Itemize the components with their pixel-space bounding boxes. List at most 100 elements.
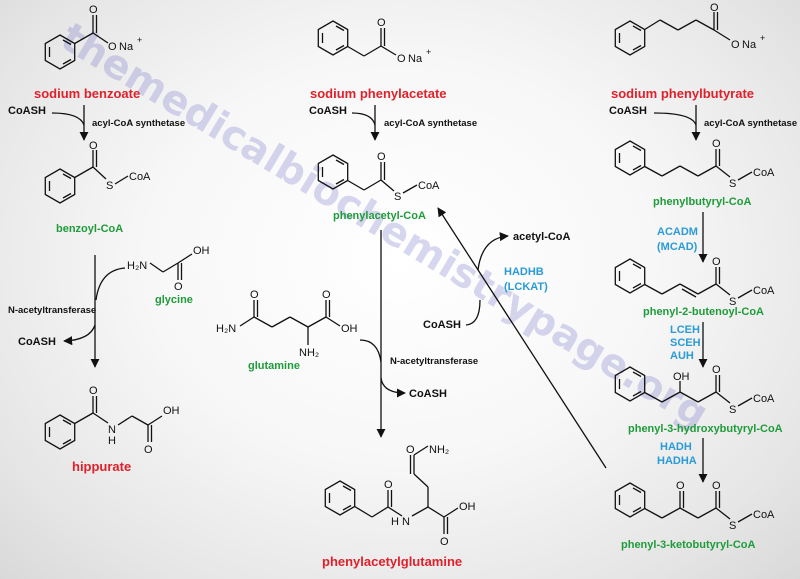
svg-text:O: O (89, 4, 98, 16)
enzyme-acadm: ACADM (657, 226, 698, 238)
svg-text:O: O (712, 138, 721, 150)
glutamine-structure: H₂N O NH₂ O OH (216, 289, 358, 359)
svg-text:CoA: CoA (753, 167, 775, 179)
enzyme-label: acyl-CoA synthetase (704, 118, 797, 129)
svg-text:Na: Na (119, 41, 134, 53)
coash-label: CoASH (409, 388, 447, 400)
hippurate-structure: O N H O OH (44, 385, 180, 456)
svg-text:O: O (712, 480, 721, 492)
svg-text:H₂N: H₂N (216, 323, 236, 335)
svg-text:O: O (397, 53, 406, 65)
hippurate-label: hippurate (72, 459, 131, 474)
coash-label: CoASH (18, 336, 56, 348)
glycine-label: glycine (155, 294, 193, 306)
svg-text:CoA: CoA (129, 171, 151, 183)
svg-text:CoA: CoA (418, 180, 440, 192)
enzyme-lckat: (LCKAT) (504, 281, 548, 293)
enzyme-mcad: (MCAD) (657, 241, 698, 253)
enzyme-hadha: HADHA (657, 455, 697, 467)
acetyl-coa-label: acetyl-CoA (513, 231, 571, 243)
glutamine-label: glutamine (248, 360, 300, 372)
sodium-phenylacetate-label: sodium phenylacetate (310, 86, 447, 101)
enzyme-label: N-acetyltransferase (390, 356, 478, 367)
svg-text:Na: Na (408, 53, 423, 65)
svg-text:+: + (760, 33, 765, 43)
enzyme-label: N-acetyltransferase (8, 305, 96, 316)
svg-text:+: + (426, 47, 431, 57)
svg-text:S: S (729, 178, 736, 190)
svg-text:O: O (712, 256, 721, 268)
phenylbutyryl-coa-structure: O S CoA (614, 138, 775, 190)
svg-text:O: O (377, 151, 386, 163)
phenylbutyryl-coa-label: phenylbutyryl-CoA (653, 196, 751, 208)
phenyl-3-hydroxybutyryl-coa-structure: OH O S CoA (614, 364, 775, 416)
svg-text:OH: OH (673, 371, 690, 383)
coash-label: CoASH (609, 105, 647, 117)
svg-text:O: O (322, 289, 331, 301)
svg-text:NH₂: NH₂ (429, 444, 449, 456)
svg-text:O: O (710, 2, 719, 14)
sodium-benzoate-structure: O O Na + (44, 4, 142, 70)
phenyl-3-hydroxybutyryl-coa-label: phenyl-3-hydroxybutyryl-CoA (628, 423, 783, 435)
enzyme-sceh: SCEH (670, 337, 701, 349)
svg-text:O: O (384, 479, 393, 491)
enzyme-hadhb: HADHB (504, 266, 544, 278)
svg-text:CoA: CoA (753, 393, 775, 405)
svg-text:Na: Na (742, 39, 757, 51)
svg-text:OH: OH (193, 245, 210, 257)
svg-text:H: H (391, 516, 399, 528)
benzoyl-coa-label: benzoyl-CoA (56, 223, 123, 235)
svg-text:NH₂: NH₂ (299, 347, 319, 359)
svg-text:O: O (406, 444, 415, 456)
coash-label: CoASH (423, 319, 461, 331)
sodium-phenylacetate-structure: O O Na + (317, 17, 431, 65)
sodium-phenylbutyrate-label: sodium phenylbutyrate (611, 86, 754, 101)
phenyl-3-ketobutyryl-coa-label: phenyl-3-ketobutyryl-CoA (621, 539, 756, 551)
coash-label: CoASH (8, 105, 46, 117)
svg-text:OH: OH (341, 323, 358, 335)
phenyl-3-ketobutyryl-coa-structure: O O S CoA (614, 480, 775, 532)
svg-text:O: O (174, 281, 183, 293)
svg-text:O: O (712, 364, 721, 376)
svg-text:OH: OH (163, 405, 180, 417)
svg-text:O: O (108, 41, 117, 53)
thiolase-arrow (437, 207, 607, 469)
svg-text:N: N (402, 516, 410, 528)
svg-text:O: O (144, 444, 153, 456)
svg-text:CoA: CoA (753, 509, 775, 521)
svg-text:S: S (394, 191, 401, 203)
enzyme-lceh: LCEH (670, 324, 700, 336)
svg-text:H: H (108, 435, 116, 447)
svg-text:CoA: CoA (753, 285, 775, 297)
svg-text:O: O (731, 39, 740, 51)
svg-text:O: O (377, 17, 386, 29)
svg-text:O: O (89, 385, 98, 397)
phenyl-2-butenoyl-coa-structure: O S CoA (614, 256, 775, 308)
svg-text:+: + (137, 35, 142, 45)
phenylacetylglutamine-structure: O N H O NH₂ O OH (324, 444, 476, 548)
svg-text:OH: OH (459, 501, 476, 513)
benzoyl-coa-structure: O S CoA (44, 140, 151, 204)
svg-text:O: O (440, 536, 449, 548)
svg-text:N: N (108, 424, 116, 436)
enzyme-auh: AUH (670, 350, 694, 362)
phenylacetyl-coa-label: phenylacetyl-CoA (333, 210, 426, 222)
svg-text:S: S (106, 180, 113, 192)
phenylacetyl-coa-structure: O S CoA (317, 151, 440, 203)
enzyme-label: acyl-CoA synthetase (384, 118, 477, 129)
sodium-benzoate-label: sodium benzoate (34, 86, 140, 101)
svg-text:O: O (89, 140, 98, 152)
enzyme-hadh: HADH (660, 441, 692, 453)
svg-text:H₂N: H₂N (127, 260, 147, 272)
svg-text:S: S (729, 296, 736, 308)
phenyl-2-butenoyl-coa-label: phenyl-2-butenoyl-CoA (643, 306, 764, 318)
svg-text:O: O (676, 480, 685, 492)
phenylacetylglutamine-label: phenylacetylglutamine (322, 554, 462, 569)
sodium-phenylbutyrate-structure: O O Na + (614, 2, 765, 56)
enzyme-label: acyl-CoA synthetase (92, 118, 185, 129)
svg-text:S: S (729, 404, 736, 416)
svg-text:S: S (729, 520, 736, 532)
svg-text:O: O (250, 289, 259, 301)
